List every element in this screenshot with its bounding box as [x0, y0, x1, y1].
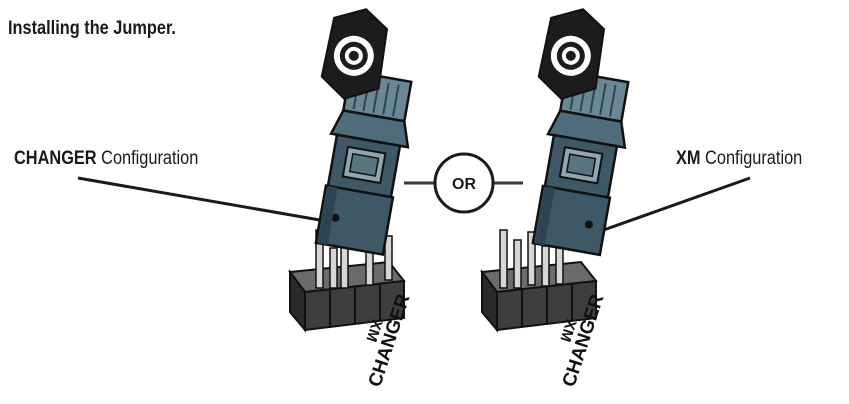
xm-pin-label-left: XM — [362, 317, 385, 344]
xm-config-label: XM Configuration — [676, 148, 802, 170]
xm-config-text: Configuration — [700, 148, 803, 169]
jumper-right — [531, 69, 630, 257]
page-title: Installing the Jumper. — [8, 18, 176, 39]
pins-right — [499, 229, 564, 289]
changer-leader-line — [77, 176, 338, 225]
eye-target-icon-right — [537, 8, 606, 100]
changer-config-label: CHANGER Configuration — [14, 148, 198, 170]
eye-target-icon-left — [320, 8, 389, 100]
xm-leader-line — [597, 176, 751, 234]
xm-pin-label-right: XM — [556, 317, 579, 344]
jumper-left — [314, 69, 413, 256]
changer-config-bold: CHANGER — [14, 148, 97, 169]
or-label: OR — [452, 176, 476, 193]
changer-assembly: CHANGER XM — [288, 8, 415, 390]
xm-config-bold: XM — [676, 148, 701, 169]
changer-config-text: Configuration — [96, 148, 199, 169]
xm-assembly: CHANGER XM — [480, 8, 630, 390]
or-connector: OR — [404, 152, 523, 214]
